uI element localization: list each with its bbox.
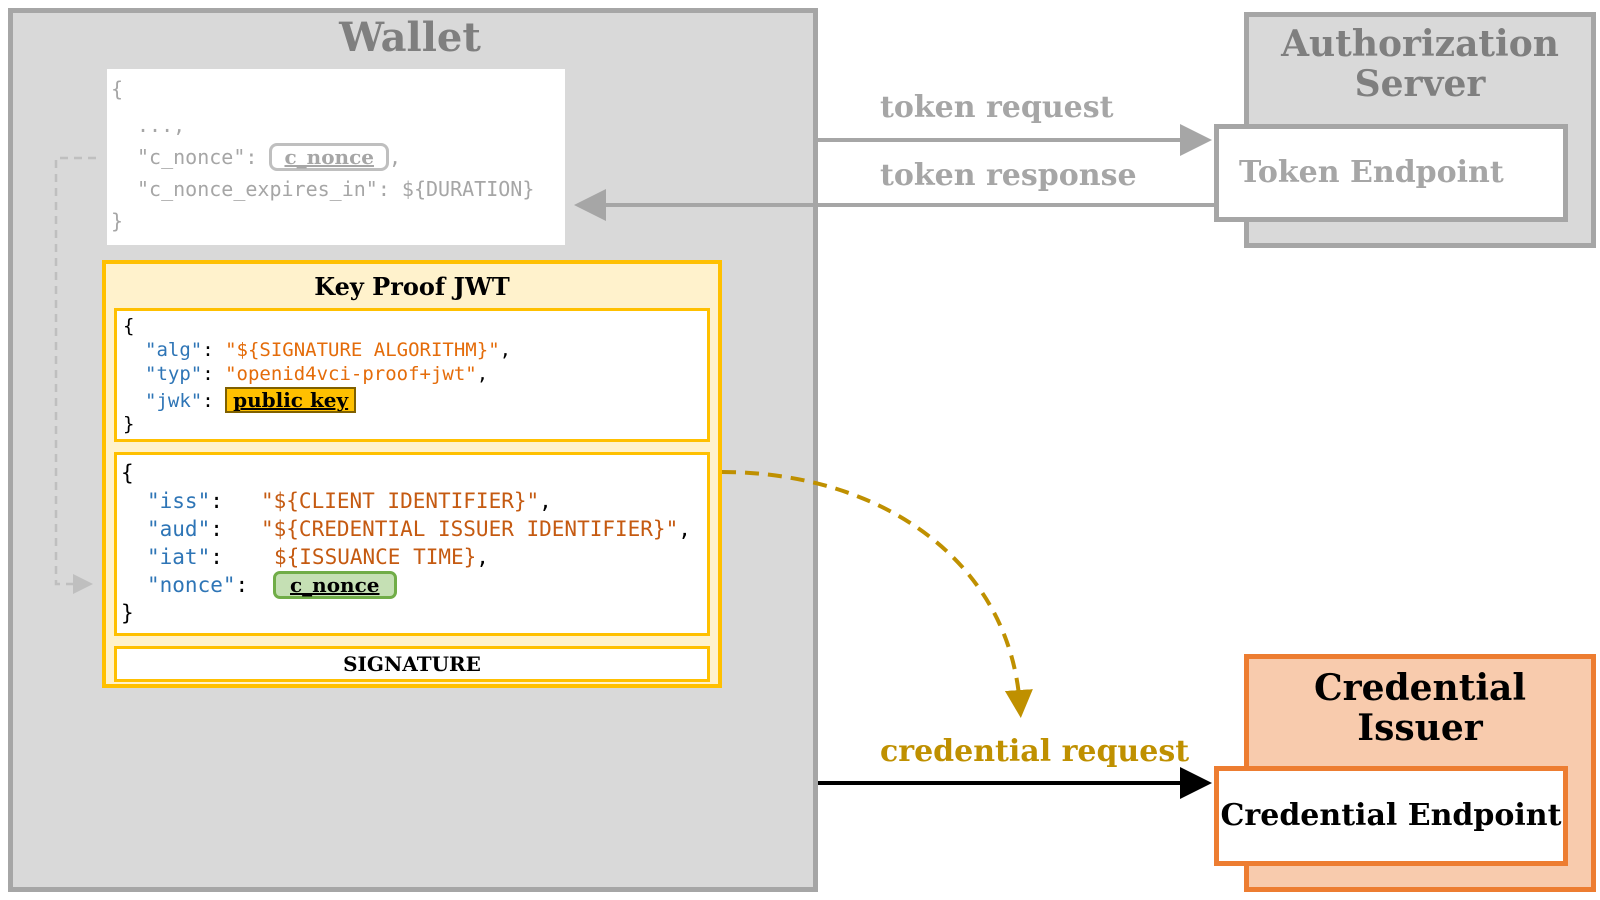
c-nonce-comma: ,	[388, 145, 402, 169]
nonce-key: "nonce":	[147, 573, 249, 597]
nonce-feedback-arrow	[54, 156, 96, 594]
ci-title-line1: Credential	[1313, 667, 1527, 709]
ci-title-line2: Issuer	[1357, 707, 1483, 749]
c-nonce-key: "c_nonce":	[137, 145, 258, 169]
c-nonce-pill: c_nonce	[269, 143, 389, 171]
c-nonce-row: "c_nonce": c_nonce,	[137, 143, 401, 171]
jwt-to-request-curve	[721, 470, 1033, 718]
json-close-brace: }	[111, 209, 124, 233]
credential-endpoint: Credential Endpoint	[1214, 766, 1568, 866]
aud-value-row: "${CREDENTIAL ISSUER IDENTIFIER}",	[261, 517, 691, 541]
aud-key: "aud":	[147, 517, 223, 541]
jwt-signature: SIGNATURE	[114, 646, 710, 682]
nonce-value-row: c_nonce	[273, 571, 397, 599]
jwt-header: { "alg": "${SIGNATURE ALGORITHM}", "typ"…	[114, 308, 710, 442]
iat-key: "iat":	[147, 545, 223, 569]
credential-issuer-title: Credential Issuer	[1244, 668, 1596, 748]
credential-request-label: credential request	[880, 734, 1190, 769]
c-nonce-green-pill: c_nonce	[273, 571, 397, 599]
authorization-server-title: Authorization Server	[1244, 24, 1596, 104]
typ-key: "typ"	[145, 363, 203, 385]
iss-key: "iss":	[147, 489, 223, 513]
auth-title-line2: Server	[1354, 63, 1486, 105]
payload-close-brace: }	[121, 601, 134, 625]
token-request-label: token request	[880, 90, 1114, 125]
payload-open-brace: {	[121, 461, 134, 485]
jwk-key: "jwk"	[145, 390, 203, 412]
json-ellipsis: ...,	[137, 113, 186, 137]
c-nonce-expires-row: "c_nonce_expires_in": ${DURATION}	[137, 177, 535, 201]
alg-key: "alg"	[145, 339, 203, 361]
wallet-title: Wallet	[339, 14, 481, 61]
jwt-payload: { "iss": "${CLIENT IDENTIFIER}", "aud": …	[114, 452, 710, 636]
token-endpoint: Token Endpoint	[1214, 124, 1568, 222]
header-close-brace: }	[123, 413, 135, 435]
alg-value: "${SIGNATURE ALGORITHM}"	[225, 339, 500, 361]
public-key-pill: public key	[225, 387, 357, 413]
iss-value: "${CLIENT IDENTIFIER}"	[261, 489, 540, 513]
alg-row: "alg": "${SIGNATURE ALGORITHM}",	[145, 339, 512, 361]
nonce-response-json: { ..., "c_nonce": c_nonce, "c_nonce_expi…	[104, 66, 568, 248]
aud-value: "${CREDENTIAL ISSUER IDENTIFIER}"	[261, 517, 679, 541]
jwk-row: "jwk": public key	[145, 387, 357, 413]
key-proof-jwt-title: Key Proof JWT	[314, 272, 510, 301]
iat-value-row: ${ISSUANCE TIME},	[274, 545, 489, 569]
header-open-brace: {	[123, 315, 135, 337]
typ-row: "typ": "openid4vci-proof+jwt",	[145, 363, 489, 385]
key-proof-jwt: Key Proof JWT { "alg": "${SIGNATURE ALGO…	[102, 260, 722, 688]
json-open-brace: {	[111, 77, 124, 101]
auth-title-line1: Authorization	[1281, 23, 1559, 65]
iss-value-row: "${CLIENT IDENTIFIER}",	[261, 489, 552, 513]
typ-value: "openid4vci-proof+jwt"	[225, 363, 477, 385]
token-response-label: token response	[880, 158, 1137, 193]
iat-value: ${ISSUANCE TIME}	[274, 545, 477, 569]
